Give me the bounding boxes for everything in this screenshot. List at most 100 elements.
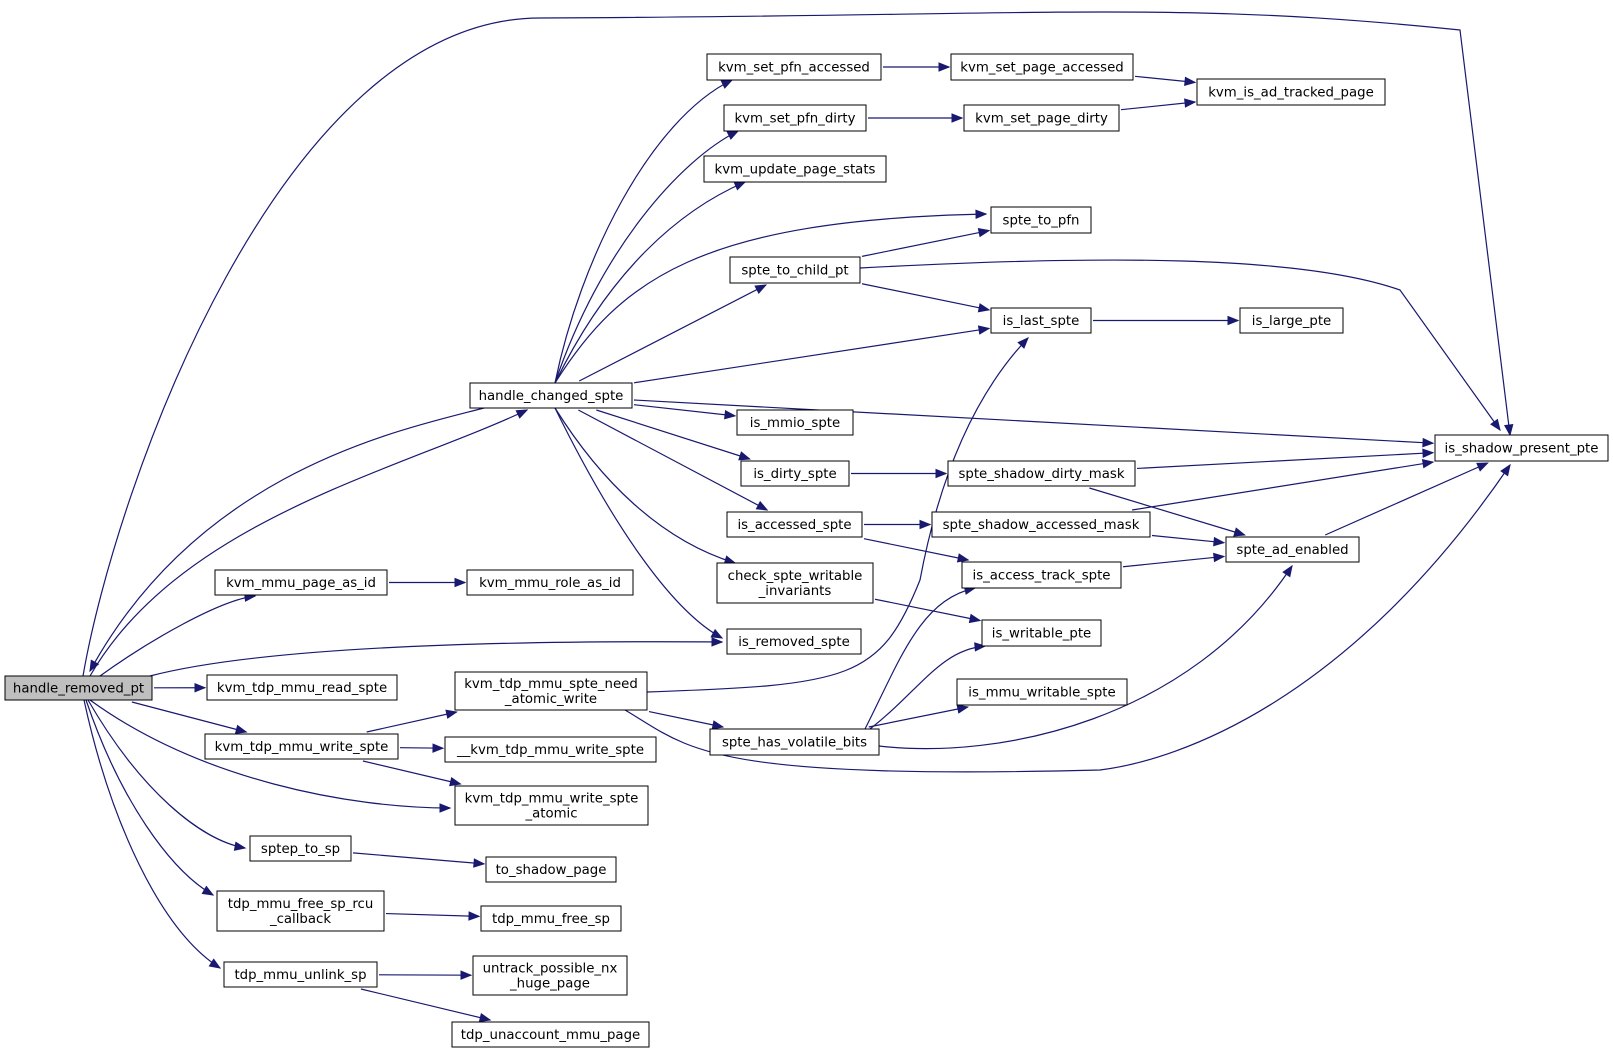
node-kvm-tdp-mmu-write-spte-atomic[interactable]: kvm_tdp_mmu_write_spte_atomic	[454, 785, 649, 826]
edge-handle-removed-pt-to-kvm-tdp-mmu-read-spte	[153, 683, 207, 693]
node-kvm-set-page-dirty-box[interactable]	[963, 104, 1120, 132]
node-spte-has-volatile-bits-box[interactable]	[709, 728, 880, 756]
edge-handle-removed-pt-to-kvm-tdp-mmu-write-spte-arrowhead	[234, 724, 248, 734]
edge-spte-ad-enabled-to-is-shadow-present-pte	[1324, 462, 1489, 536]
node-kvm-mmu-page-as-id-box[interactable]	[214, 569, 388, 596]
node-untrack-possible-nx-huge-page-box[interactable]	[472, 955, 628, 996]
node-tdp-mmu-free-sp-rcu-callback-box[interactable]	[216, 890, 385, 932]
node-tdp-unaccount-mmu-page-box[interactable]	[451, 1021, 650, 1048]
node-kvm-is-ad-tracked-page-box[interactable]	[1196, 78, 1386, 106]
node-is-mmio-spte[interactable]: is_mmio_spte	[736, 409, 854, 436]
node-is-large-pte[interactable]: is_large_pte	[1239, 307, 1344, 334]
node-is-mmu-writable-spte-box[interactable]	[956, 678, 1128, 706]
node-tdp-mmu-free-sp-rcu-callback[interactable]: tdp_mmu_free_sp_rcu_callback	[216, 890, 385, 932]
node-kvm-set-page-dirty[interactable]: kvm_set_page_dirty	[963, 104, 1120, 132]
node-is-access-track-spte-box[interactable]	[961, 561, 1122, 589]
node-tdp-mmu-free-sp[interactable]: tdp_mmu_free_sp	[480, 905, 622, 932]
edge-handle-removed-pt-to-is-removed-spte-line	[149, 641, 723, 677]
node-handle-changed-spte[interactable]: handle_changed_spte	[469, 382, 633, 409]
edge-kvm-tdp-mmu-write-spte-to-kvm-tdp-mmu-spte-need-atomic-write-arrowhead	[445, 709, 458, 719]
node-is-writable-pte-box[interactable]	[981, 619, 1102, 647]
edge-kvm-set-page-dirty-to-kvm-is-ad-tracked-page	[1120, 98, 1197, 111]
node-kvm-tdp-mmu-spte-need-atomic-write[interactable]: kvm_tdp_mmu_spte_need_atomic_write	[454, 671, 648, 711]
edge-handle-removed-pt-to-kvm-mmu-page-as-id	[99, 592, 257, 677]
node-untrack-possible-nx-huge-page[interactable]: untrack_possible_nx_huge_page	[472, 955, 628, 996]
node-tdp-unaccount-mmu-page[interactable]: tdp_unaccount_mmu_page	[451, 1021, 650, 1048]
node-tdp-mmu-free-sp-box[interactable]	[480, 905, 622, 932]
node-spte-ad-enabled[interactable]: spte_ad_enabled	[1225, 536, 1360, 563]
node-is-removed-spte[interactable]: is_removed_spte	[726, 628, 862, 655]
edge-handle-changed-spte-to-spte-to-child-pt	[578, 284, 768, 382]
node-kvm-set-pfn-accessed-box[interactable]	[706, 53, 882, 81]
node-spte-to-pfn[interactable]: spte_to_pfn	[990, 206, 1092, 234]
node-is-accessed-spte[interactable]: is_accessed_spte	[726, 511, 863, 538]
edge-handle-changed-spte-to-is-accessed-spte	[578, 409, 769, 511]
node-kvm-set-pfn-dirty-box[interactable]	[723, 104, 867, 132]
edge-is-accessed-spte-to-spte-shadow-accessed-mask	[864, 519, 932, 530]
node-is-mmu-writable-spte[interactable]: is_mmu_writable_spte	[956, 678, 1128, 706]
node-to-shadow-page[interactable]: to_shadow_page	[485, 856, 617, 883]
node-check-spte-writable-invariants-box[interactable]	[716, 562, 874, 604]
node-check-spte-writable-invariants[interactable]: check_spte_writable_invariants	[716, 562, 874, 604]
node-spte-to-pfn-box[interactable]	[990, 206, 1092, 234]
node-is-large-pte-box[interactable]	[1239, 307, 1344, 334]
node-kvm-tdp-mmu-write-spte-label: __kvm_tdp_mmu_write_spte	[456, 743, 644, 758]
node-is-dirty-spte[interactable]: is_dirty_spte	[740, 460, 850, 487]
node-is-accessed-spte-box[interactable]	[726, 511, 863, 538]
edge-is-accessed-spte-to-is-access-track-spte	[863, 538, 970, 563]
node-kvm-set-pfn-accessed[interactable]: kvm_set_pfn_accessed	[706, 53, 882, 81]
node-kvm-update-page-stats-box[interactable]	[703, 155, 887, 183]
node-spte-shadow-accessed-mask[interactable]: spte_shadow_accessed_mask	[931, 511, 1151, 538]
node-spte-to-child-pt-box[interactable]	[729, 256, 861, 284]
node-is-writable-pte[interactable]: is_writable_pte	[981, 619, 1102, 647]
node-kvm-set-pfn-dirty[interactable]: kvm_set_pfn_dirty	[723, 104, 867, 132]
edge-handle-removed-pt-to-tdp-mmu-free-sp-rcu-callback	[85, 699, 215, 896]
node-kvm-update-page-stats[interactable]: kvm_update_page_stats	[703, 155, 887, 183]
node-spte-shadow-accessed-mask-box[interactable]	[931, 511, 1151, 538]
edge-is-access-track-spte-to-spte-ad-enabled-line	[1122, 555, 1225, 568]
node-kvm-mmu-role-as-id-box[interactable]	[466, 569, 634, 596]
node-kvm-tdp-mmu-write-spte-atomic-box[interactable]	[454, 785, 649, 826]
node-kvm-mmu-page-as-id[interactable]: kvm_mmu_page_as_id	[214, 569, 388, 596]
node-spte-shadow-dirty-mask-box[interactable]	[947, 460, 1136, 487]
node-kvm-tdp-mmu-write-spte[interactable]: __kvm_tdp_mmu_write_spte	[444, 736, 657, 763]
node-spte-ad-enabled-box[interactable]	[1225, 536, 1360, 563]
edge-kvm-tdp-mmu-spte-need-atomic-write-to-is-last-spte	[646, 337, 1029, 693]
node-is-shadow-present-pte-box[interactable]	[1434, 434, 1609, 462]
edge-handle-changed-spte-to-kvm-set-pfn-accessed-line	[554, 79, 733, 384]
node-kvm-set-page-accessed-box[interactable]	[950, 53, 1134, 81]
node-is-mmio-spte-box[interactable]	[736, 409, 854, 436]
node-is-dirty-spte-box[interactable]	[740, 460, 850, 487]
node-kvm-tdp-mmu-write-spte-box[interactable]	[204, 733, 399, 760]
edge-handle-removed-pt-to-sptep-to-sp-arrowhead	[233, 841, 247, 851]
edge-kvm-tdp-mmu-write-spte-to-kvm-tdp-mmu-write-spte-atomic-line	[362, 760, 461, 785]
node-handle-removed-pt-box[interactable]	[4, 675, 153, 701]
node-tdp-mmu-unlink-sp[interactable]: tdp_mmu_unlink_sp	[223, 961, 378, 988]
node-kvm-tdp-mmu-write-spte-box[interactable]	[444, 736, 657, 763]
node-sptep-to-sp-box[interactable]	[249, 835, 352, 862]
node-sptep-to-sp[interactable]: sptep_to_sp	[249, 835, 352, 862]
node-spte-to-child-pt[interactable]: spte_to_child_pt	[729, 256, 861, 284]
node-to-shadow-page-box[interactable]	[485, 856, 617, 883]
node-kvm-mmu-role-as-id[interactable]: kvm_mmu_role_as_id	[466, 569, 634, 596]
node-is-removed-spte-box[interactable]	[726, 628, 862, 655]
edge-handle-removed-pt-to-tdp-mmu-free-sp-rcu-callback-arrowhead	[201, 885, 215, 896]
node-kvm-tdp-mmu-read-spte-box[interactable]	[206, 674, 398, 701]
node-tdp-mmu-unlink-sp-box[interactable]	[223, 961, 378, 988]
node-kvm-tdp-mmu-read-spte[interactable]: kvm_tdp_mmu_read_spte	[206, 674, 398, 701]
edge-handle-changed-spte-to-is-mmio-spte-arrowhead	[724, 409, 737, 420]
node-is-access-track-spte[interactable]: is_access_track_spte	[961, 561, 1122, 589]
node-handle-removed-pt[interactable]: handle_removed_pt	[4, 675, 153, 701]
edge-handle-changed-spte-to-handle-removed-pt-arrowhead	[89, 659, 100, 673]
node-spte-shadow-dirty-mask[interactable]: spte_shadow_dirty_mask	[947, 460, 1136, 487]
node-kvm-tdp-mmu-write-spte[interactable]: kvm_tdp_mmu_write_spte	[204, 733, 399, 760]
node-handle-changed-spte-box[interactable]	[469, 382, 633, 409]
node-is-last-spte-box[interactable]	[990, 307, 1092, 334]
node-spte-has-volatile-bits[interactable]: spte_has_volatile_bits	[709, 728, 880, 756]
node-kvm-is-ad-tracked-page[interactable]: kvm_is_ad_tracked_page	[1196, 78, 1386, 106]
node-kvm-tdp-mmu-spte-need-atomic-write-box[interactable]	[454, 671, 648, 711]
node-kvm-set-page-accessed[interactable]: kvm_set_page_accessed	[950, 53, 1134, 81]
node-is-last-spte[interactable]: is_last_spte	[990, 307, 1092, 334]
edge-handle-removed-pt-to-sptep-to-sp	[87, 699, 247, 851]
node-is-shadow-present-pte[interactable]: is_shadow_present_pte	[1434, 434, 1609, 462]
